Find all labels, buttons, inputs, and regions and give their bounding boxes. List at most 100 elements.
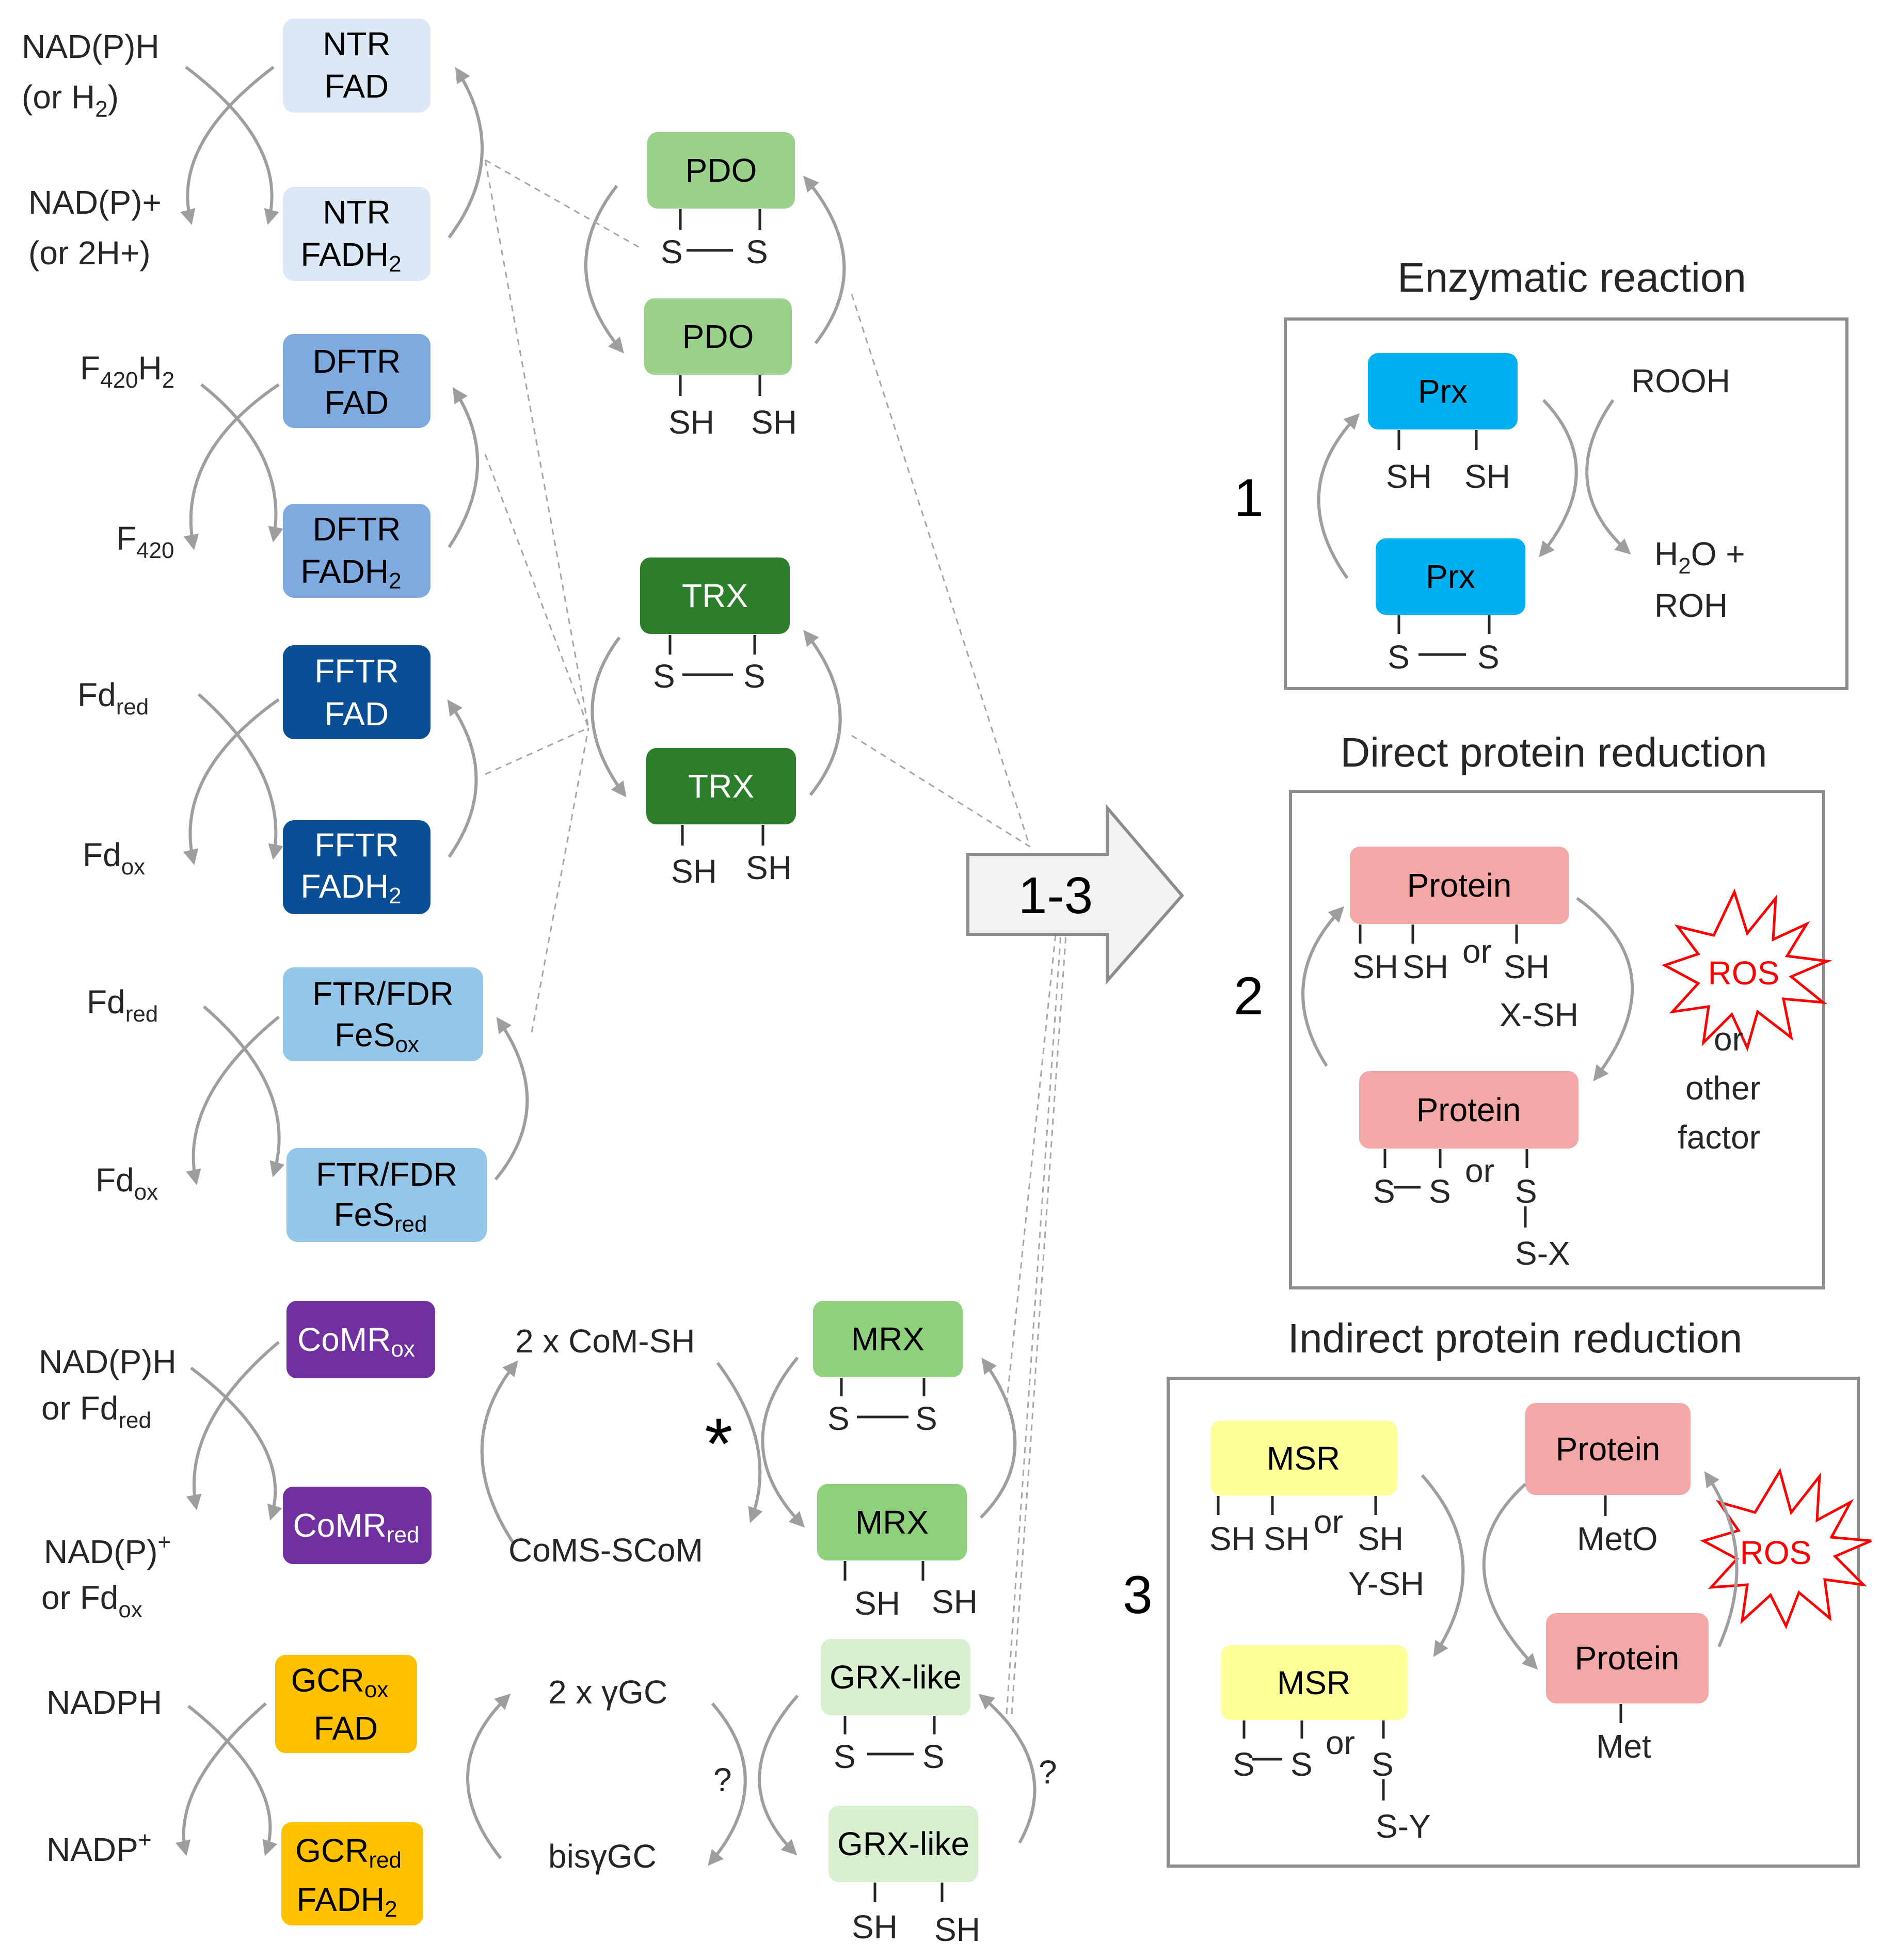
coms-scom-label: CoMS-SCoM bbox=[508, 1532, 703, 1569]
ntr-fadh2-label-1: NTR bbox=[323, 194, 391, 231]
trx-red-label: TRX bbox=[688, 768, 754, 805]
fftr-fad-label-1: FFTR bbox=[314, 652, 399, 690]
mrx-red-box bbox=[817, 1484, 967, 1560]
ros-burst-3 bbox=[1700, 1468, 1872, 1630]
protein-red-label: Protein bbox=[1407, 867, 1512, 904]
pdo-s-1: S bbox=[661, 233, 683, 270]
com-sh-label: 2 x CoM-SH bbox=[515, 1322, 695, 1360]
protein-met-label: Protein bbox=[1575, 1639, 1680, 1677]
or-label: or bbox=[1714, 1021, 1743, 1058]
protein-thiols bbox=[1359, 925, 1518, 944]
msr-or-1: or bbox=[1314, 1503, 1343, 1540]
gcr-red-label-1: GCRred bbox=[295, 1832, 402, 1873]
pdo-sh-2: SH bbox=[751, 404, 797, 441]
panel-3-arrows bbox=[1421, 1471, 1739, 1670]
dftr-fadh2-box bbox=[283, 504, 431, 598]
ntr-donor-label-1: NAD(P)H bbox=[22, 28, 160, 65]
ntr-fad-label-1: NTR bbox=[323, 25, 391, 62]
msr-sh-2: SH bbox=[1264, 1520, 1310, 1557]
protein-red-box bbox=[1350, 847, 1569, 924]
grx-question-right: ? bbox=[1039, 1754, 1057, 1791]
rooh-label: ROOH bbox=[1631, 362, 1730, 400]
mrx-s-2: S bbox=[915, 1400, 937, 1437]
fftr-donor-label: Fdred bbox=[77, 676, 149, 720]
h2o-label: H2O + bbox=[1654, 535, 1745, 579]
ygc-label: 2 x γGC bbox=[548, 1674, 667, 1711]
mrx-red-label: MRX bbox=[855, 1504, 929, 1541]
pdo-thiols bbox=[679, 375, 761, 396]
dftr-fad-box bbox=[283, 334, 431, 428]
ftr-product-label: Fdox bbox=[95, 1161, 158, 1205]
comr-red-label: CoMRred bbox=[293, 1507, 420, 1548]
mrx-disulfide bbox=[840, 1378, 926, 1419]
grx-red-label: GRX-like bbox=[837, 1825, 969, 1862]
roh-label: ROH bbox=[1654, 587, 1728, 624]
pdo-disulfide bbox=[679, 209, 761, 252]
msr-s-1: S bbox=[1233, 1746, 1255, 1783]
msr-sh-1: SH bbox=[1209, 1520, 1255, 1557]
msr-red-box bbox=[1210, 1421, 1397, 1495]
dashed-connectors bbox=[484, 159, 1067, 1714]
dftr-product-label: F420 bbox=[116, 520, 174, 563]
grx-s-1: S bbox=[834, 1738, 856, 1775]
trx-thiols bbox=[681, 825, 764, 846]
fftr-fad-label-2: FAD bbox=[325, 695, 389, 732]
protein-meto-box bbox=[1525, 1403, 1691, 1495]
y-sh-label: Y-SH bbox=[1348, 1565, 1424, 1602]
panel-1-title: Enzymatic reaction bbox=[1397, 254, 1746, 300]
ftr-fesox-box bbox=[283, 967, 483, 1061]
ros-label-3: ROS bbox=[1740, 1534, 1812, 1571]
meto-label: MetO bbox=[1577, 1520, 1657, 1557]
msr-ox-label: MSR bbox=[1277, 1664, 1350, 1701]
protein-met-box bbox=[1546, 1613, 1709, 1703]
protein-s-3: S bbox=[1515, 1173, 1537, 1210]
protein-meto-label: Protein bbox=[1556, 1430, 1661, 1468]
ros-label-2: ROS bbox=[1708, 954, 1780, 992]
ntr-fadh2-label-2: FADH2 bbox=[300, 236, 401, 277]
protein-s-1: S bbox=[1373, 1173, 1395, 1210]
msr-thiols bbox=[1217, 1496, 1377, 1515]
prx-thiols bbox=[1397, 430, 1478, 450]
panel-3-title: Indirect protein reduction bbox=[1288, 1315, 1743, 1361]
left-cycle-arrows bbox=[176, 66, 529, 1859]
middle-cycle-arrows bbox=[584, 176, 1037, 1866]
other-label: other bbox=[1685, 1070, 1761, 1107]
gcr-ox-label-1: GCRox bbox=[291, 1662, 389, 1702]
ros-burst-2 bbox=[1661, 888, 1832, 1052]
grx-question-left: ? bbox=[713, 1761, 732, 1798]
protein-s-2: S bbox=[1429, 1173, 1451, 1210]
pdo-red-label: PDO bbox=[682, 318, 754, 355]
protein-sh-1: SH bbox=[1352, 948, 1398, 985]
gcr-donor-label: NADPH bbox=[46, 1684, 162, 1721]
msr-ox-box bbox=[1221, 1645, 1408, 1720]
factor-label: factor bbox=[1678, 1119, 1760, 1156]
fftr-fad-box bbox=[283, 645, 431, 739]
prx-ox-label: Prx bbox=[1426, 558, 1475, 595]
ntr-fad-box bbox=[283, 19, 431, 113]
s-y-label: S-Y bbox=[1376, 1808, 1431, 1845]
trx-disulfide bbox=[668, 635, 756, 676]
ntr-fad-label-2: FAD bbox=[325, 68, 389, 105]
trx-sh-1: SH bbox=[671, 853, 717, 890]
pdo-s-2: S bbox=[746, 233, 768, 270]
mrx-sh-2: SH bbox=[932, 1583, 978, 1620]
comr-donor-label-2: or Fdred bbox=[41, 1390, 151, 1433]
mrx-ox-box bbox=[813, 1301, 963, 1377]
ftr-fesred-label-1: FTR/FDR bbox=[316, 1156, 457, 1193]
mrx-sh-1: SH bbox=[854, 1585, 900, 1622]
big-arrow-label: 1-3 bbox=[1018, 867, 1093, 925]
msr-disulfide bbox=[1242, 1720, 1385, 1800]
prx-red-label: Prx bbox=[1418, 373, 1468, 410]
met-label: Met bbox=[1596, 1728, 1651, 1765]
panel-3-number: 3 bbox=[1123, 1565, 1153, 1625]
protein-sh-3: SH bbox=[1504, 948, 1550, 985]
msr-s-3: S bbox=[1372, 1746, 1394, 1783]
msr-s-2: S bbox=[1290, 1746, 1313, 1783]
ftr-fesox-label-1: FTR/FDR bbox=[312, 975, 454, 1012]
bisygc-label: bisγGC bbox=[548, 1838, 657, 1875]
trx-ox-box bbox=[640, 557, 790, 634]
panel-1-arrows bbox=[1317, 399, 1631, 579]
ntr-product-label-2: (or 2H+) bbox=[28, 234, 151, 272]
fftr-fadh2-label-1: FFTR bbox=[314, 826, 399, 864]
gcr-ox-box bbox=[275, 1655, 417, 1753]
